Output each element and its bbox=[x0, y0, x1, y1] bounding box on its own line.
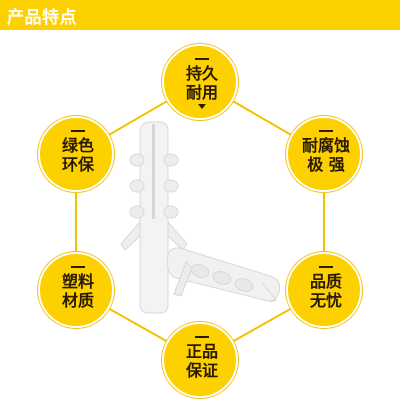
wall-plug-upright bbox=[120, 121, 188, 314]
hexagon-outline bbox=[75, 80, 325, 362]
badge-dash bbox=[71, 130, 85, 132]
badge-dash bbox=[319, 266, 333, 268]
wall-plug-lying bbox=[166, 247, 281, 303]
badge-line1: 品质 bbox=[309, 272, 342, 291]
badge-line1: 持久 bbox=[185, 64, 218, 83]
badge-dash bbox=[319, 130, 333, 132]
badge-quality-assured: 品质 无忧 bbox=[286, 252, 362, 328]
badge-line1: 绿色 bbox=[61, 136, 94, 155]
badge-line2: 无忧 bbox=[309, 291, 342, 310]
header: 产品特点 bbox=[0, 0, 400, 34]
header-bar bbox=[0, 0, 400, 30]
badge-line2: 材质 bbox=[61, 291, 94, 310]
badge-line1: 塑料 bbox=[61, 272, 94, 291]
badge-plastic-material: 塑料 材质 bbox=[38, 252, 114, 328]
badge-line1: 耐腐蚀 bbox=[301, 136, 350, 155]
badge-line1: 正品 bbox=[185, 342, 218, 361]
badge-corrosion-resistant: 耐腐蚀 极 强 bbox=[286, 116, 362, 192]
badge-dash bbox=[71, 266, 85, 268]
badge-dash bbox=[195, 336, 209, 338]
badge-dash bbox=[195, 58, 209, 60]
badge-durable: 持久 耐用 bbox=[162, 44, 238, 120]
badge-line2: 环保 bbox=[61, 155, 94, 174]
badge-genuine-guarantee: 正品 保证 bbox=[162, 322, 238, 398]
badge-line2: 耐用 bbox=[185, 83, 218, 102]
badge-line2: 极 强 bbox=[307, 155, 345, 174]
badge-line2: 保证 bbox=[185, 361, 218, 380]
badge-eco-friendly: 绿色 环保 bbox=[38, 116, 114, 192]
arrow-down-icon bbox=[198, 104, 206, 109]
page-title: 产品特点 bbox=[7, 8, 77, 28]
